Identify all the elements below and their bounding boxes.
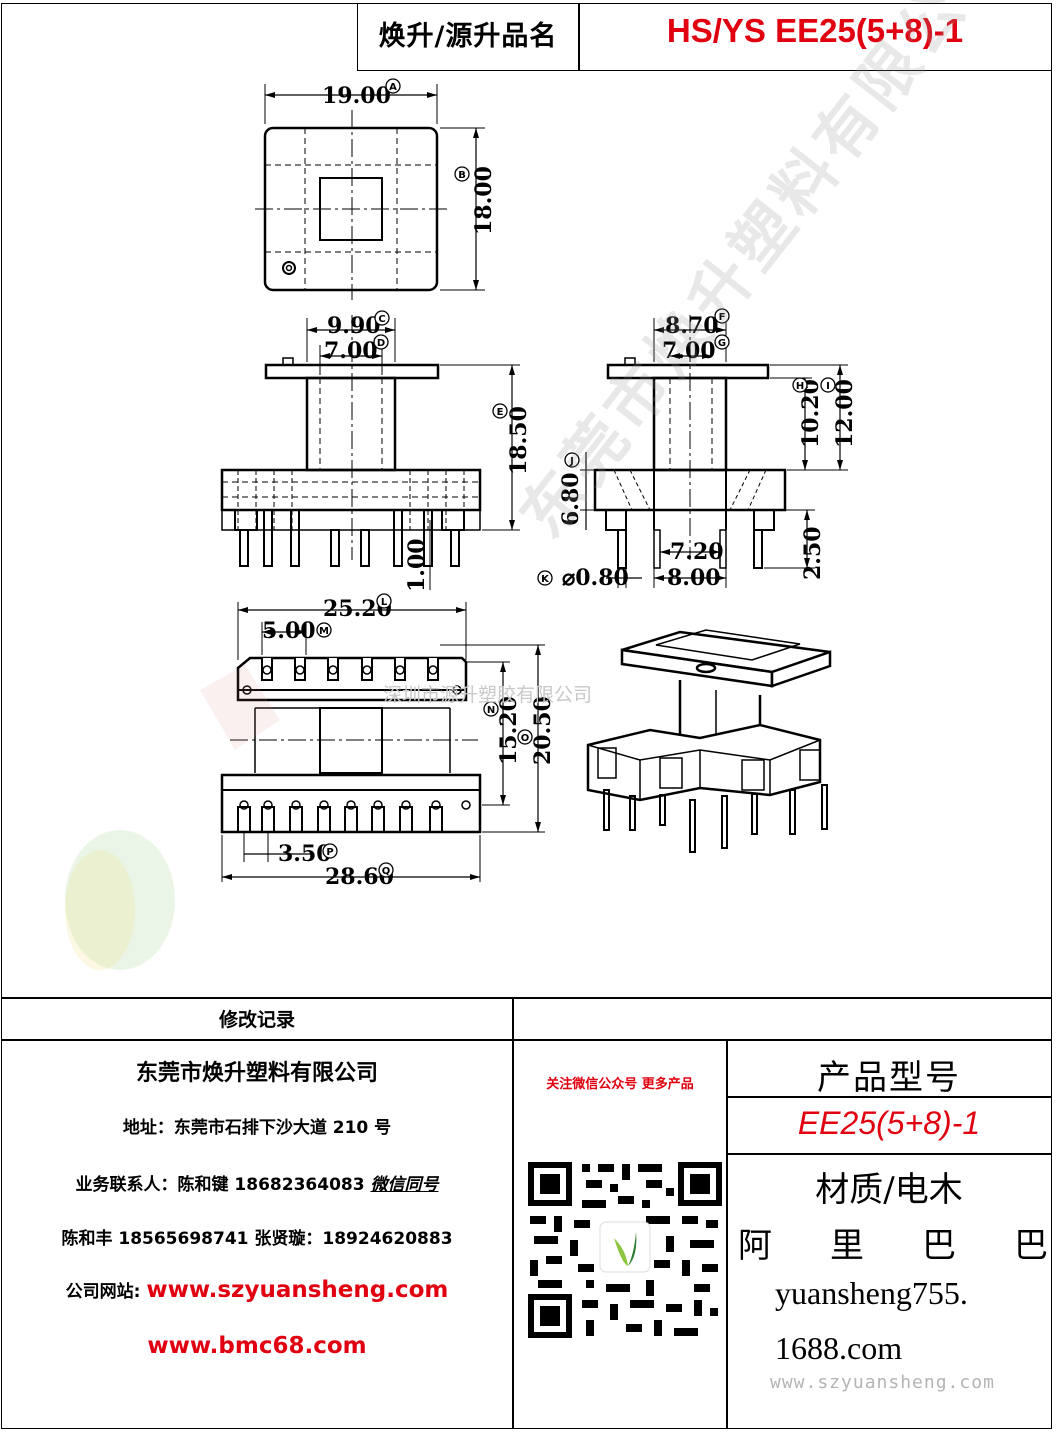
dim-outer-pin: 8.00 — [667, 565, 721, 591]
callout-k: K — [541, 574, 550, 585]
title-block — [357, 3, 1052, 71]
drawing-frame — [1, 3, 1052, 1429]
center-watermark: 深圳市源升塑胶有限公司 — [383, 684, 593, 706]
callout-l: L — [381, 597, 388, 608]
dim-core-width: 7.00 — [324, 338, 378, 364]
alibaba-label: 阿 里 巴 巴 — [738, 1226, 1048, 1266]
qr-code[interactable] — [526, 1160, 724, 1340]
dim-width: 19.00 — [322, 83, 391, 109]
contact-secondary: 陈和丰 18565698741 张贤璇：18924620883 — [61, 1229, 453, 1249]
product-name-label: 焕升/源升品名 — [378, 21, 558, 52]
dim-row-spacing: 15.20 — [496, 696, 522, 765]
website-link-primary[interactable]: www.szyuansheng.com — [146, 1277, 449, 1303]
callout-n: N — [487, 705, 495, 716]
dim-side-flange: 8.70 — [665, 313, 719, 339]
dim-side-core: 7.00 — [662, 338, 716, 364]
dim-pin-length: 2.50 — [800, 526, 826, 580]
callout-e: E — [497, 407, 504, 418]
callout-b: B — [458, 170, 466, 181]
dim-base-depth: 20.50 — [530, 696, 556, 765]
technical-drawing: 19.00 18.00 9.90 7.00 18.50 8.70 7.00 10… — [65, 78, 858, 970]
callout-g: G — [718, 338, 726, 349]
product-type-label: 产品型号 — [817, 1058, 961, 1098]
callout-f: F — [719, 312, 726, 323]
bottom-view — [220, 602, 545, 882]
product-model-title: HS/YS EE25(5+8)-1 — [666, 12, 964, 49]
table-divider-1 — [512, 997, 514, 1429]
dim-depth: 18.00 — [471, 166, 497, 235]
material-info: 材质/电木 — [815, 1170, 963, 1210]
revision-record-title: 修改记录 — [218, 1009, 295, 1031]
callout-m: M — [319, 626, 329, 637]
table-top-rule — [1, 997, 1052, 999]
callout-i: I — [826, 381, 830, 392]
callout-c: C — [378, 314, 385, 325]
revision-rule — [1, 1039, 1052, 1041]
callout-p: P — [326, 847, 333, 858]
ptype-rule — [726, 1096, 1052, 1098]
product-type-value: EE25(5+8)-1 — [797, 1105, 981, 1141]
dim-pin-offset: 1.00 — [404, 538, 430, 592]
contact-primary: 业务联系人：陈和键 18682364083 微信同号 — [75, 1175, 439, 1195]
company-name: 东莞市焕升塑料有限公司 — [135, 1061, 378, 1086]
dim-pin-pitch-top: 5.00 — [262, 618, 316, 644]
follow-wechat-text: 关注微信公众号 更多产品 — [546, 1077, 694, 1092]
footer-url-watermark: www.szyuansheng.com — [770, 1372, 995, 1393]
ptype-value-rule — [726, 1153, 1052, 1155]
dim-pin-pitch-bottom: 3.50 — [278, 841, 332, 867]
callout-o: O — [521, 733, 530, 744]
dim-base-height: 6.80 — [558, 472, 584, 526]
callout-d: D — [377, 338, 385, 349]
wechat-same-link[interactable]: 微信同号 — [370, 1175, 439, 1195]
table-divider-2 — [726, 1039, 728, 1429]
watermark-logo — [65, 665, 280, 970]
store-url-line2[interactable]: 1688.com — [775, 1330, 903, 1366]
company-address: 地址：东莞市石排下沙大道 210 号 — [122, 1118, 392, 1138]
callout-q: Q — [382, 866, 391, 877]
dim-height: 18.50 — [506, 406, 532, 475]
store-url-line1[interactable]: yuansheng755. — [775, 1275, 968, 1311]
dim-total-winding: 12.00 — [832, 379, 858, 448]
dim-flange-width: 9.90 — [327, 313, 381, 339]
callout-j: J — [569, 456, 574, 467]
title-divider — [578, 3, 580, 71]
callout-a: A — [389, 82, 397, 93]
top-view — [255, 84, 485, 300]
front-view — [220, 315, 520, 590]
dim-pin-dia: ⌀0.80 — [562, 565, 629, 591]
callout-h: H — [796, 381, 804, 392]
side-view — [580, 315, 848, 588]
website-line: 公司网站: www.szyuansheng.com — [65, 1277, 449, 1303]
website-link-secondary[interactable]: www.bmc68.com — [147, 1333, 367, 1359]
dim-inner-pin: 7.20 — [670, 539, 724, 565]
isometric-view — [586, 629, 832, 853]
